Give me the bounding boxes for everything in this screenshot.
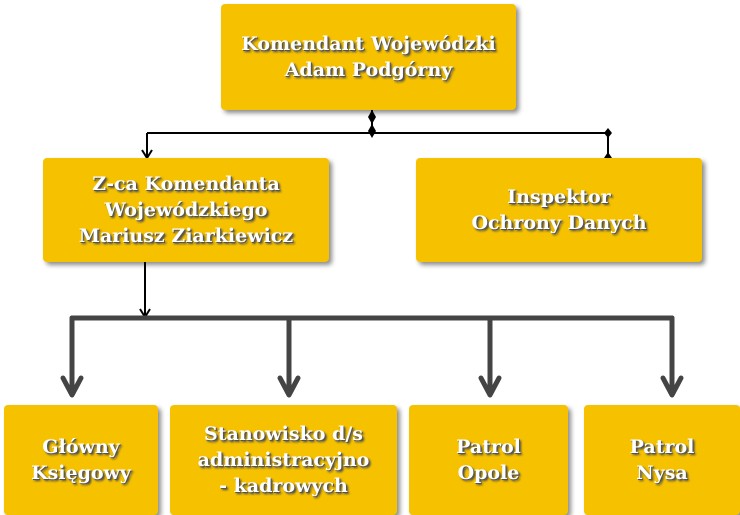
- down-arrow-icons: [60, 375, 684, 398]
- deputy-down-connector: [139, 262, 151, 319]
- node-patrol-opole: Patrol Opole: [409, 405, 568, 515]
- patrol-nysa-line-2: Nysa: [636, 462, 688, 484]
- admin-line-1: Stanowisko d/s: [204, 423, 363, 445]
- node-deputy: Z-ca Komendanta Wojewódzkiego Mariusz Zi…: [43, 158, 329, 262]
- accountant-line-1: Główny: [42, 436, 120, 458]
- inspector-line-1: Inspektor: [507, 186, 611, 208]
- deputy-line-1: Z-ca Komendanta: [92, 173, 280, 195]
- admin-line-2: administracyjno: [197, 449, 370, 471]
- commander-line-1: Komendant Wojewódzki: [241, 33, 496, 55]
- patrol-opole-line-1: Patrol: [456, 436, 521, 458]
- bottom-connector: [69, 315, 675, 393]
- patrol-opole-line-2: Opole: [457, 462, 520, 484]
- node-patrol-nysa: Patrol Nysa: [584, 405, 740, 515]
- node-accountant: Główny Księgowy: [4, 405, 158, 515]
- deputy-line-3: Mariusz Ziarkiewicz: [78, 225, 294, 247]
- patrol-nysa-line-1: Patrol: [629, 436, 695, 458]
- node-inspector: Inspektor Ochrony Danych: [416, 158, 702, 262]
- accountant-line-2: Księgowy: [31, 462, 131, 484]
- top-connector: [146, 110, 609, 158]
- deputy-line-2: Wojewódzkiego: [104, 199, 268, 221]
- inspector-line-2: Ochrony Danych: [471, 212, 647, 234]
- admin-line-3: - kadrowych: [219, 475, 348, 497]
- commander-line-2: Adam Podgórny: [284, 59, 453, 81]
- connector-diamond-icon: [368, 110, 612, 164]
- node-commander: Komendant Wojewódzki Adam Podgórny: [221, 4, 516, 110]
- node-admin: Stanowisko d/s administracyjno - kadrowy…: [170, 405, 397, 515]
